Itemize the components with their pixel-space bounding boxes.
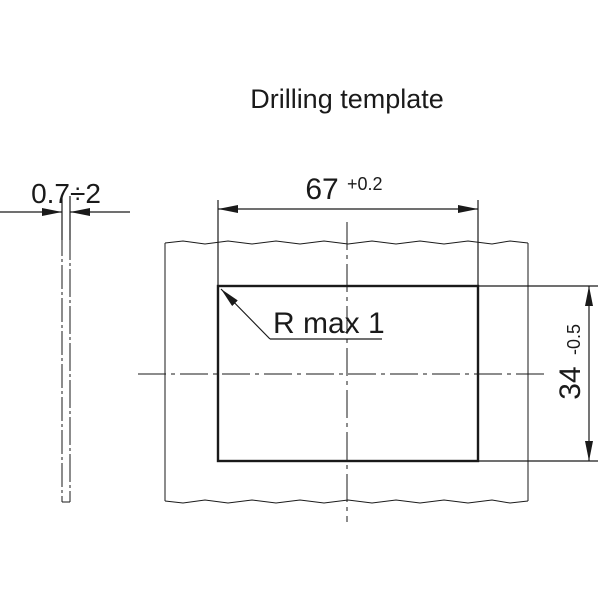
width-tolerance: +0.2 <box>347 174 383 194</box>
center-lines <box>138 222 548 522</box>
cutout-rectangle <box>216 284 480 463</box>
width-dimension <box>217 200 479 286</box>
thickness-label: 0.7÷2 <box>31 178 101 209</box>
height-nominal: 34 <box>554 366 587 399</box>
drawing-title: Drilling template <box>250 84 444 114</box>
radius-label: R max 1 <box>273 307 385 340</box>
radius-leader <box>220 288 382 340</box>
panel-side-view <box>61 232 71 503</box>
height-tolerance: -0.5 <box>564 324 584 355</box>
width-nominal: 67 <box>305 173 338 206</box>
thickness-dimension <box>0 196 130 240</box>
height-dimension <box>478 285 598 462</box>
